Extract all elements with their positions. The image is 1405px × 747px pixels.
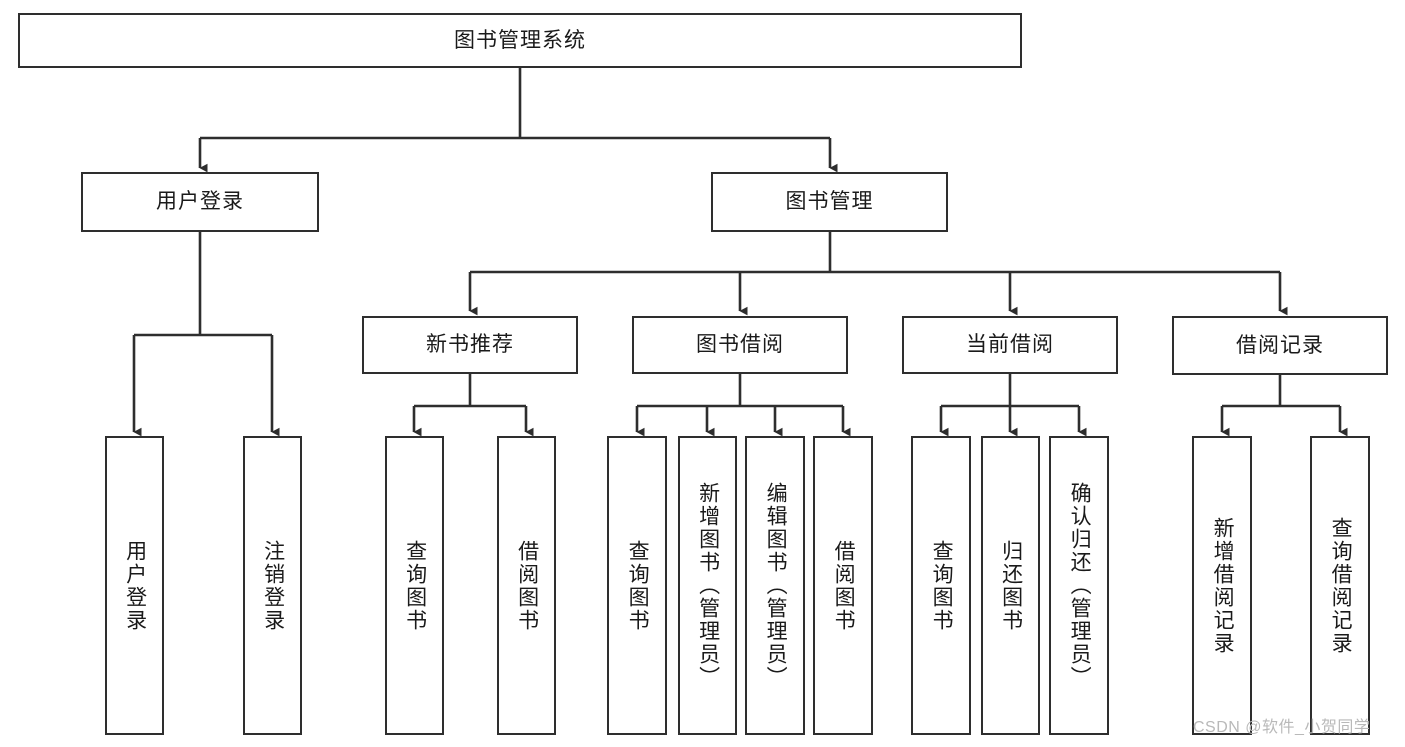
leaf-borrow-record-query[interactable]: 查询借阅记录	[1310, 436, 1370, 735]
node-label: 借阅图书	[515, 539, 539, 632]
node-label: 注销登录	[261, 539, 285, 632]
node-root-library-system[interactable]: 图书管理系统	[18, 13, 1022, 68]
leaf-current-borrow-confirm[interactable]: 确认归还（管理员）	[1049, 436, 1109, 735]
leaf-book-borrow-edit[interactable]: 编辑图书（管理员）	[745, 436, 805, 735]
node-label: 归还图书	[999, 539, 1023, 632]
leaf-book-borrow-query[interactable]: 查询图书	[607, 436, 667, 735]
node-label: 图书借阅	[696, 333, 784, 357]
node-label: 查询借阅记录	[1329, 516, 1353, 655]
node-label: 用户登录	[156, 190, 244, 214]
node-label: 查询图书	[930, 539, 954, 632]
leaf-borrow-record-add[interactable]: 新增借阅记录	[1192, 436, 1252, 735]
node-current-borrow[interactable]: 当前借阅	[902, 316, 1118, 374]
node-label: 新书推荐	[426, 333, 514, 357]
leaf-new-book-borrow[interactable]: 借阅图书	[497, 436, 556, 735]
node-label: 借阅图书	[832, 539, 856, 632]
leaf-current-borrow-return[interactable]: 归还图书	[981, 436, 1040, 735]
node-label: 查询图书	[403, 539, 427, 632]
node-book-management[interactable]: 图书管理	[711, 172, 948, 232]
node-label: 新增借阅记录	[1211, 516, 1235, 655]
node-book-borrow[interactable]: 图书借阅	[632, 316, 848, 374]
node-borrow-record[interactable]: 借阅记录	[1172, 316, 1388, 375]
node-label: 确认归还（管理员）	[1068, 482, 1092, 689]
node-label: 借阅记录	[1236, 333, 1324, 357]
node-label: 查询图书	[626, 539, 650, 632]
leaf-book-borrow-lend[interactable]: 借阅图书	[813, 436, 873, 735]
node-label: 图书管理	[785, 190, 874, 214]
node-label: 新增图书（管理员）	[696, 482, 720, 689]
node-label: 当前借阅	[966, 333, 1054, 357]
csdn-watermark: CSDN @软件_小贺同学	[1193, 719, 1371, 736]
leaf-user-login-logout[interactable]: 注销登录	[243, 436, 302, 735]
leaf-new-book-query[interactable]: 查询图书	[385, 436, 444, 735]
node-label: 图书管理系统	[454, 28, 586, 52]
node-label: 用户登录	[123, 539, 147, 632]
leaf-book-borrow-add[interactable]: 新增图书（管理员）	[678, 436, 737, 735]
node-label: 编辑图书（管理员）	[764, 482, 788, 689]
node-new-book-recommend[interactable]: 新书推荐	[362, 316, 578, 374]
leaf-current-borrow-query[interactable]: 查询图书	[911, 436, 971, 735]
leaf-user-login-login[interactable]: 用户登录	[105, 436, 164, 735]
node-user-login[interactable]: 用户登录	[81, 172, 319, 232]
